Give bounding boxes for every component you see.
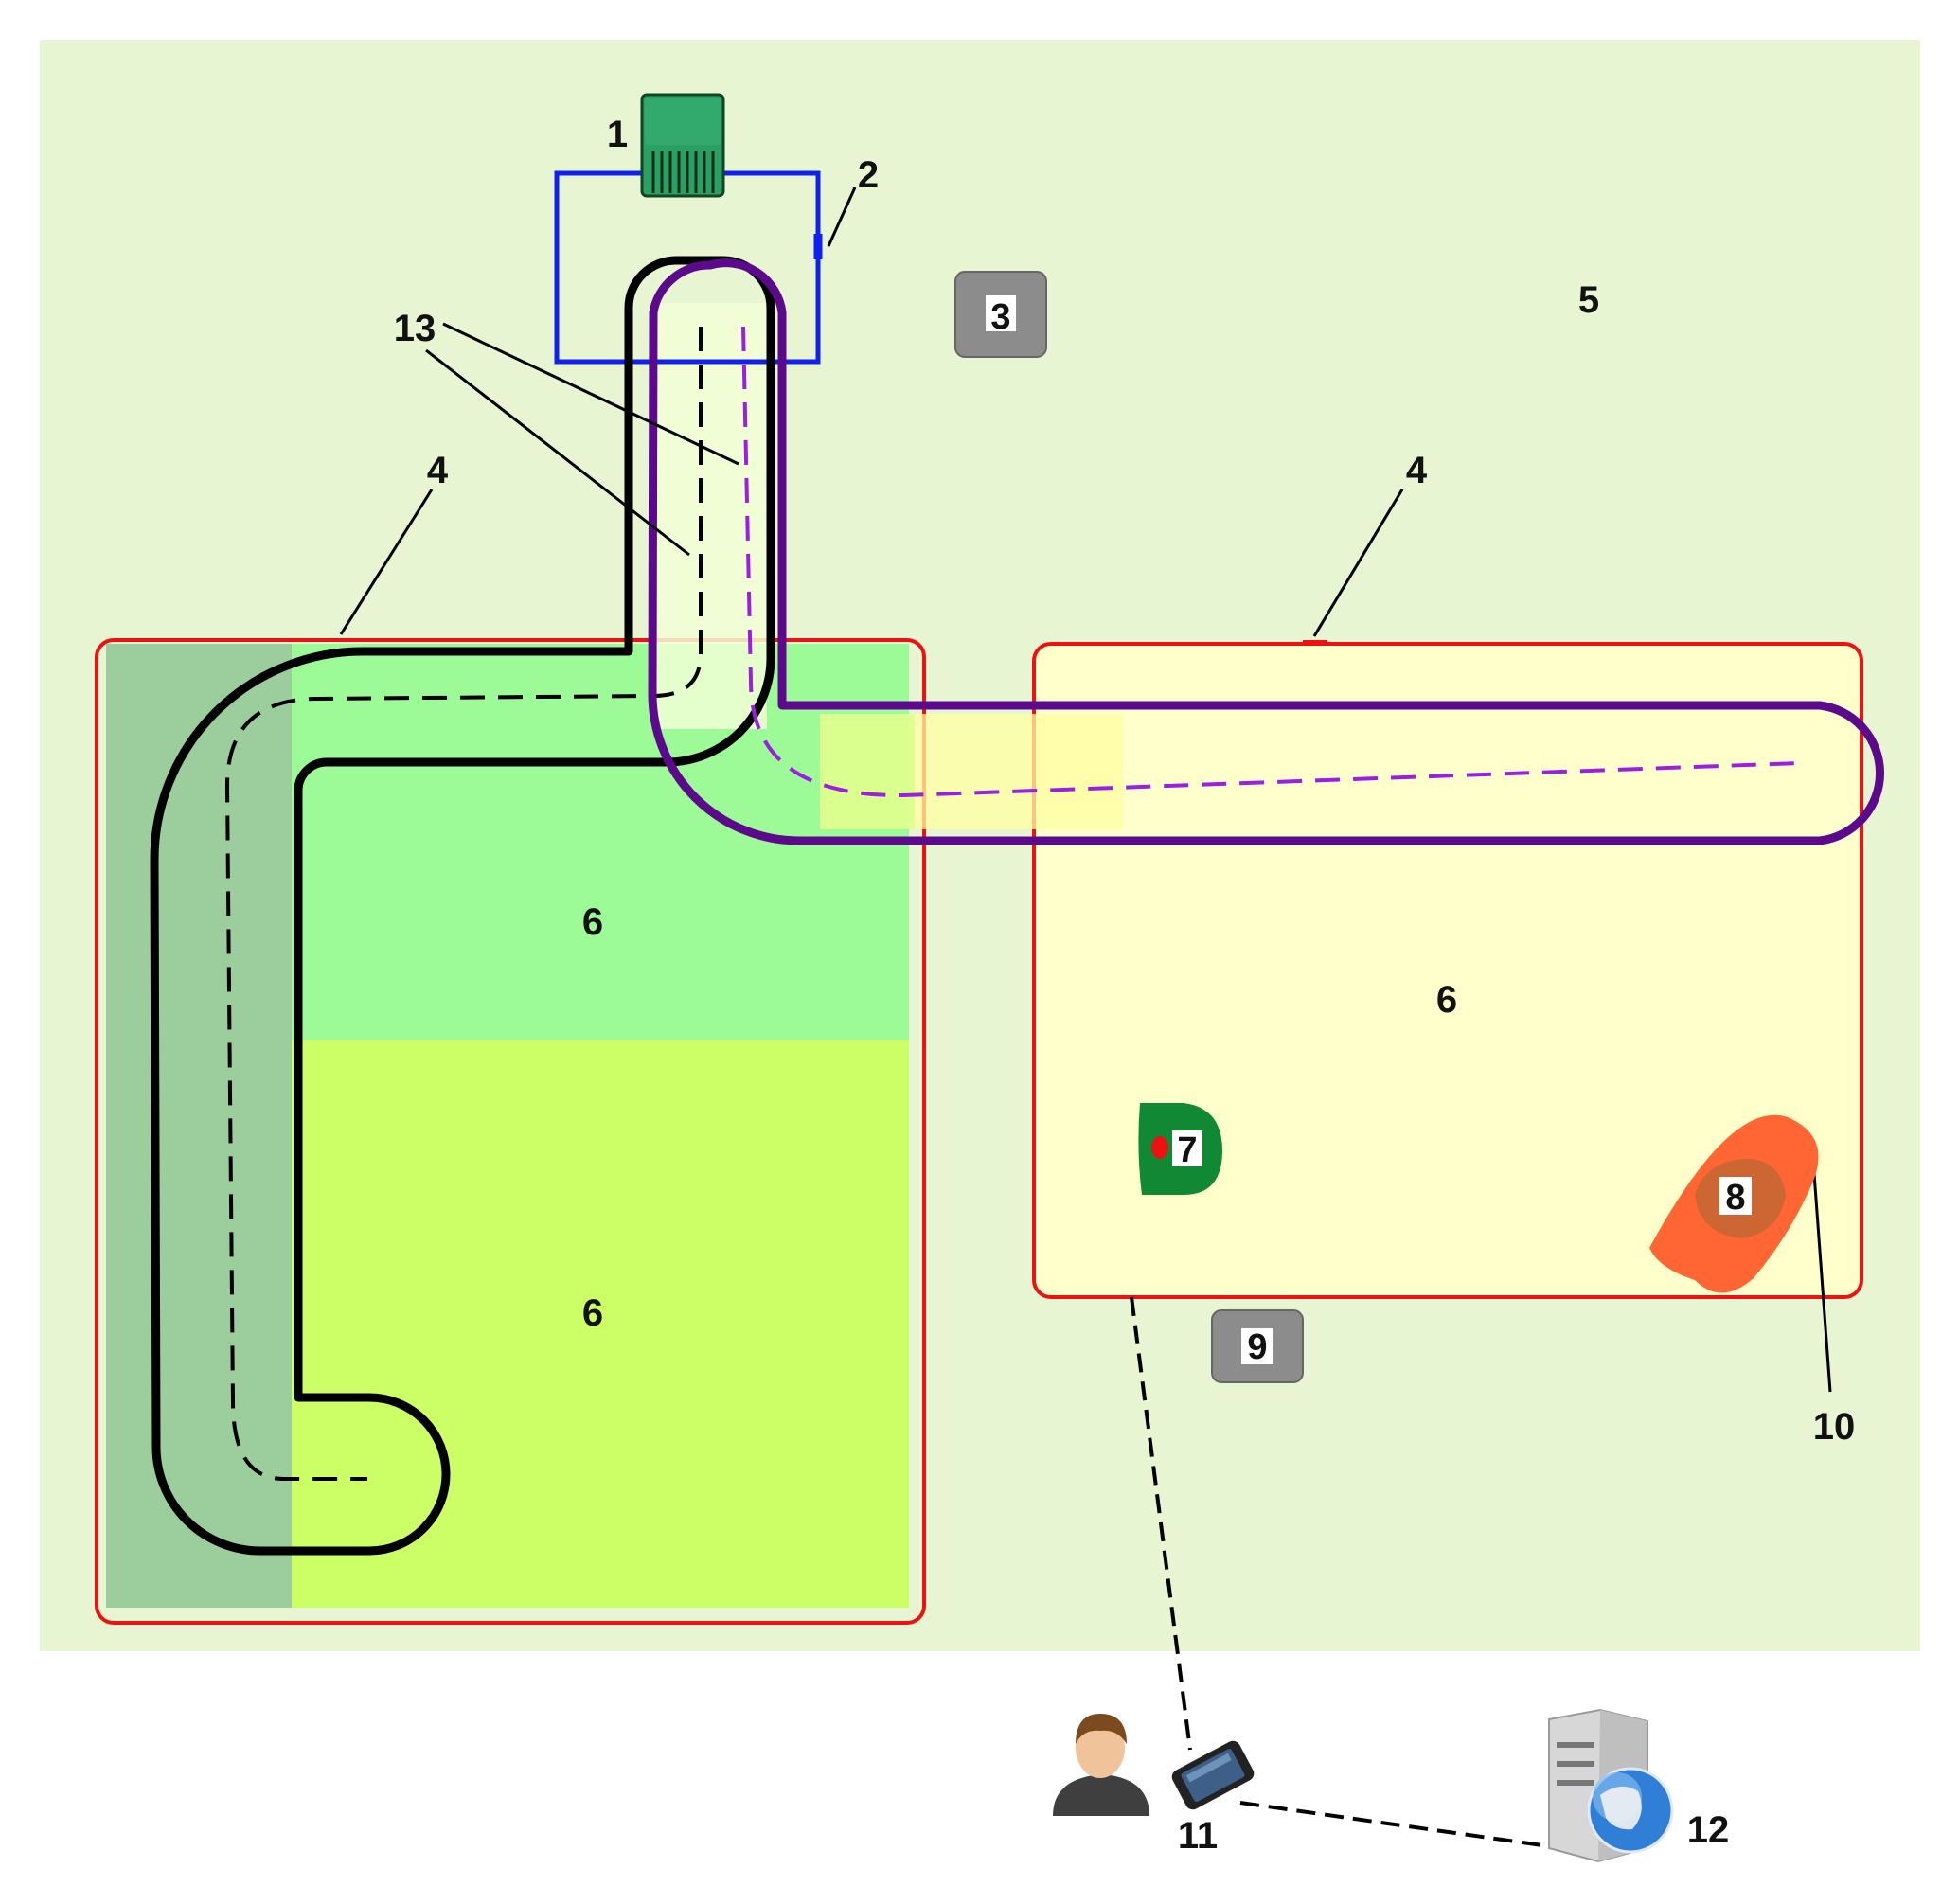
label-6-bottom-left: 6 [582, 1292, 603, 1334]
label-10: 10 [1813, 1406, 1856, 1448]
leader-13a [442, 322, 739, 466]
label-6-right: 6 [1436, 979, 1457, 1021]
server-globe-icon [1548, 1708, 1674, 1863]
purple-dashed-route [741, 326, 1800, 798]
leader-4b [1312, 489, 1404, 637]
label-6-top-left: 6 [582, 901, 603, 943]
leader-lines [339, 187, 1832, 1393]
leader-4a [339, 489, 434, 635]
smartphone-icon [1171, 1740, 1255, 1810]
label-9: 9 [1247, 1327, 1267, 1367]
label-8: 8 [1725, 1178, 1745, 1218]
left-zone [95, 638, 926, 1625]
leader-13b [425, 348, 690, 557]
label-2: 2 [858, 154, 879, 196]
corridor-highlight-c [820, 714, 915, 829]
label-5: 5 [1578, 279, 1599, 321]
black-dashed-route [224, 327, 703, 1481]
base-station-icon [640, 93, 725, 198]
obstacle-area [1649, 1114, 1819, 1293]
base-wire-loop [554, 170, 821, 365]
corridor-highlight-a [653, 303, 767, 729]
gray-box-3 [954, 271, 1047, 358]
right-zone-boundary [1032, 642, 1863, 1299]
right-zone-fill [1034, 644, 1861, 1297]
purple-path-outline [648, 258, 1885, 845]
leader-2 [827, 187, 857, 247]
gray-box-9 [1211, 1309, 1304, 1383]
left-zone-boundary [95, 638, 926, 1625]
user-icon [1053, 1714, 1149, 1816]
label-12: 12 [1687, 1809, 1730, 1851]
left-zone-strip [106, 644, 292, 1608]
label-11: 11 [1178, 1815, 1218, 1857]
label-1: 1 [607, 114, 628, 155]
leader-10 [1811, 1160, 1832, 1393]
phone-to-server-link [1239, 1801, 1550, 1848]
robot-to-phone-link [1130, 1296, 1192, 1751]
label-4-left: 4 [427, 450, 449, 491]
label-4-right: 4 [1406, 450, 1428, 491]
right-zone [1032, 640, 1863, 1299]
robot-mower-icon [1138, 1103, 1222, 1195]
label-13: 13 [394, 308, 436, 349]
label-7: 7 [1177, 1130, 1197, 1170]
label-3: 3 [990, 297, 1010, 337]
